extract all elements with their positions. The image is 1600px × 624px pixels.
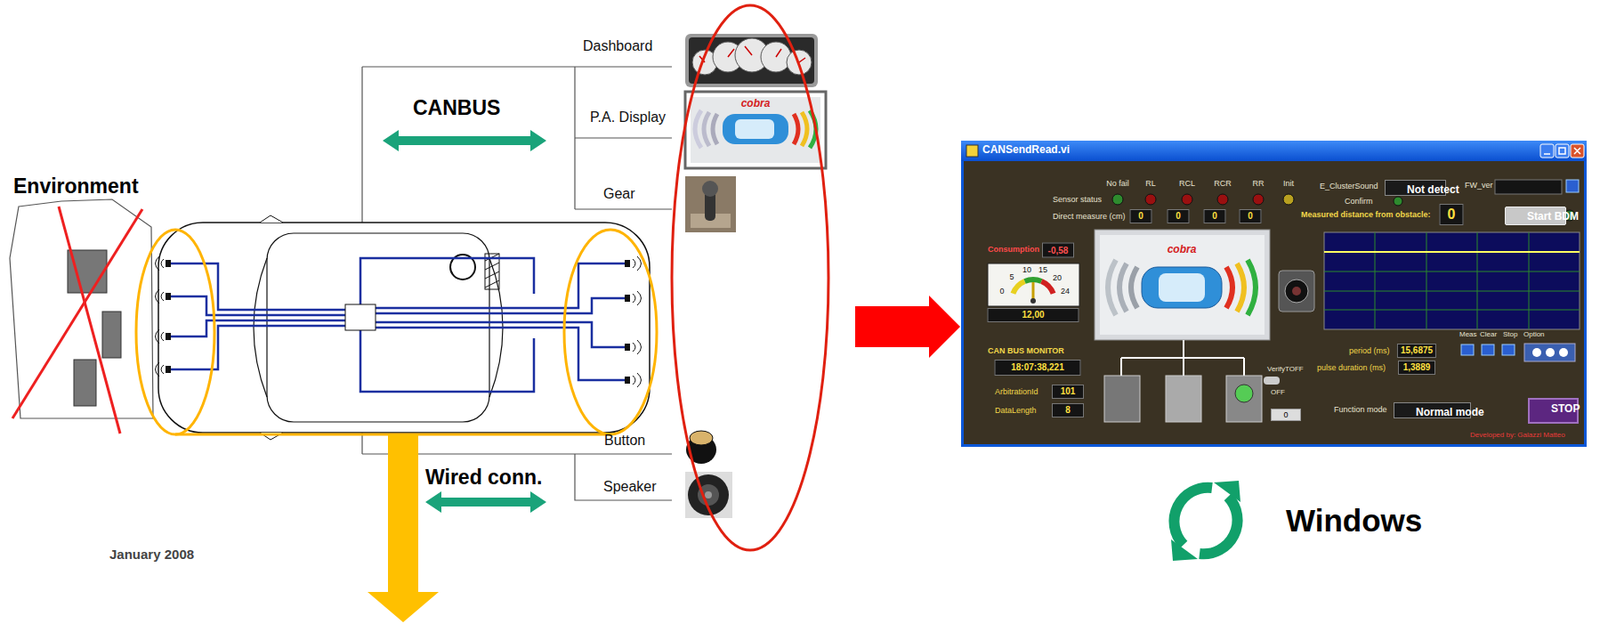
numeric-display: -0,58	[1042, 242, 1075, 259]
numeric-display: 0	[1204, 209, 1227, 224]
numeric-display: 8	[1051, 403, 1084, 418]
panel-label: Stop	[1503, 330, 1518, 339]
panel-label: period (ms)	[1349, 346, 1390, 356]
numeric-display: 0	[1239, 209, 1262, 224]
big-arrow	[855, 295, 961, 358]
heading-label: Environment	[13, 174, 139, 198]
panel-label: RR	[1252, 178, 1265, 188]
push-button: Start BDM	[1504, 206, 1567, 226]
numeric-display: 0	[1270, 408, 1302, 421]
panel-label: RL	[1145, 178, 1156, 188]
numeric-display: 12,00	[987, 307, 1080, 323]
group-outline	[671, 5, 829, 550]
stop-button: STOP	[1527, 397, 1579, 424]
platform-label: Windows	[1285, 502, 1423, 539]
heading-label: Wired conn.	[425, 465, 542, 489]
panel-label: E_ClusterSound	[1319, 181, 1379, 191]
gauge-scale: 5	[1009, 272, 1014, 282]
window-graphics	[961, 140, 1587, 447]
panel-label: Option	[1523, 330, 1545, 339]
panel-label: No fail	[1106, 178, 1130, 188]
brand-logo: cobra	[741, 97, 771, 111]
panel-label: VerifyTOFF	[1267, 364, 1304, 373]
panel-label: RCL	[1179, 178, 1196, 188]
panel-label: pulse duration (ms)	[1317, 363, 1386, 372]
gauge-scale: 15	[1038, 265, 1048, 275]
numeric-display: 0	[1439, 203, 1464, 226]
panel-label: OFF	[1270, 387, 1285, 396]
brand-logo: cobra	[1167, 243, 1197, 257]
sensor-group-outline	[136, 229, 657, 435]
gauge-scale: 10	[1022, 265, 1032, 275]
component-label: Button	[604, 432, 646, 449]
panel-label: RCR	[1213, 178, 1232, 188]
panel-label: Consumption	[987, 244, 1040, 254]
gear-icon	[685, 176, 736, 233]
indicator-box: Not detect	[1384, 179, 1447, 196]
down-arrow	[367, 434, 439, 623]
pa-display-icon	[685, 91, 826, 169]
component-label: Gear	[603, 185, 636, 203]
wired-arrow	[425, 491, 547, 513]
panel-label: CAN BUS MONITOR	[987, 346, 1065, 356]
car-top-view	[155, 215, 651, 440]
gauge-scale: 0	[999, 286, 1004, 296]
node-text: STOP	[1551, 403, 1580, 416]
gauge-scale: 24	[1060, 286, 1070, 296]
panel-label: ArbitrationId	[994, 387, 1039, 396]
panel-label: Direct measure (cm)	[1052, 211, 1126, 221]
numeric-display: 1,3889	[1397, 360, 1436, 375]
indicator-box: Normal mode	[1393, 402, 1471, 419]
panel-label: DataLength	[994, 405, 1037, 415]
node-text: Not detect	[1406, 184, 1460, 197]
panel-label: Function mode	[1333, 404, 1388, 414]
node-text: CANSendRead.vi	[982, 144, 1070, 157]
component-label: Speaker	[603, 478, 657, 495]
panel-label: Sensor status	[1052, 194, 1102, 204]
numeric-display: 101	[1051, 384, 1084, 399]
window-panel: CANSendRead.viNot detectStart BDM Normal …	[961, 140, 1587, 447]
numeric-display: 18:07:38,221	[994, 359, 1082, 376]
environment-sketch	[9, 199, 154, 434]
panel-label: Confirm	[1344, 196, 1374, 206]
cycle-icon	[1171, 480, 1241, 561]
panel-label: Clear	[1479, 330, 1497, 339]
panel-label: Measured distance from obstacle:	[1301, 210, 1431, 219]
date-label: January 2008	[109, 546, 194, 562]
numeric-display: 0	[1167, 209, 1190, 224]
canbus-arrow	[382, 129, 547, 152]
node-text: Normal mode	[1415, 406, 1485, 420]
component-label: Dashboard	[582, 38, 653, 55]
numeric-display: 0	[1130, 209, 1153, 224]
component-label: P.A. Display	[589, 109, 666, 126]
numeric-display: 15,6875	[1397, 343, 1437, 358]
panel-label: FW_ver	[1464, 180, 1494, 190]
gauge-scale: 20	[1052, 273, 1062, 283]
credit-label: Developed by: Galazzi Matteo	[1470, 430, 1566, 439]
heading-label: CANBUS	[412, 96, 501, 120]
panel-label: Init	[1283, 178, 1294, 188]
node-text: Start BDM	[1527, 210, 1579, 224]
panel-label: Meas	[1459, 330, 1478, 339]
